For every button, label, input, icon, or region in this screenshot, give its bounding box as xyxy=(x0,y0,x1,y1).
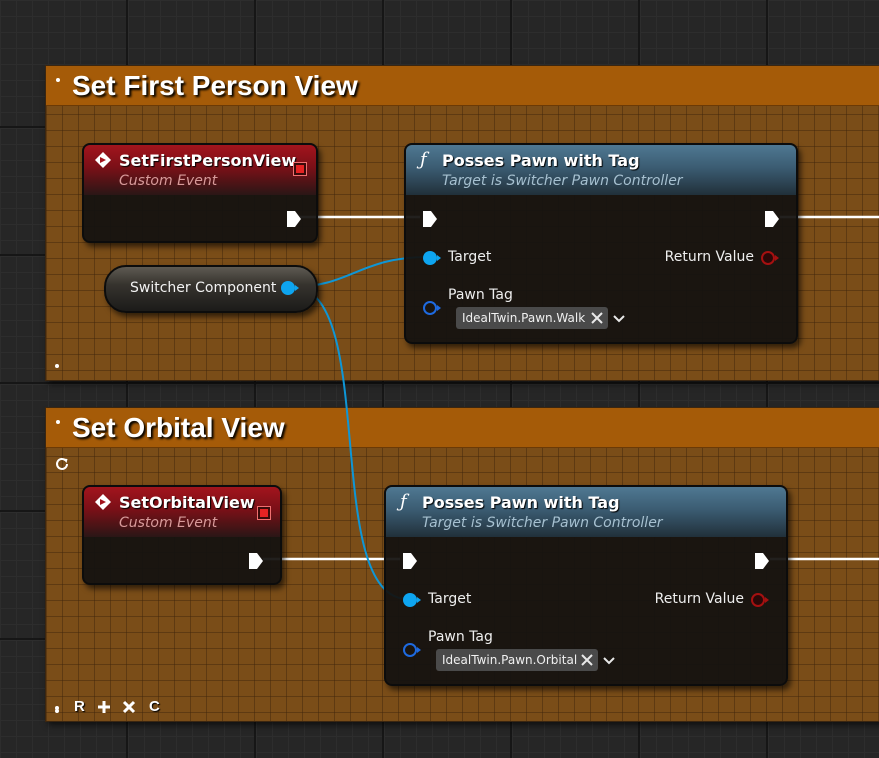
node-subtitle: Custom Event xyxy=(119,173,218,189)
node-title: Posses Pawn with Tag xyxy=(422,493,620,512)
object-pin-icon[interactable] xyxy=(280,280,300,296)
node-header[interactable]: SetFirstPersonView Custom Event xyxy=(84,145,316,195)
bottom-control-c[interactable]: C xyxy=(149,698,160,715)
exec-in-pin-icon[interactable] xyxy=(422,210,438,228)
close-icon[interactable] xyxy=(580,653,594,667)
node-subtitle: Target is Switcher Pawn Controller xyxy=(442,173,683,189)
custom-event-node-first-person[interactable]: SetFirstPersonView Custom Event xyxy=(82,143,318,243)
event-diamond-icon xyxy=(95,152,111,168)
exec-out-pin-icon[interactable] xyxy=(754,552,770,570)
return-value-label: Return Value xyxy=(654,591,744,607)
variable-node-switcher-component[interactable]: Switcher Component xyxy=(104,265,318,313)
target-pin-label: Target xyxy=(448,249,492,265)
comment-bottom-dot xyxy=(55,709,59,713)
variable-label: Switcher Component xyxy=(130,280,277,296)
node-header[interactable]: SetOrbitalView Custom Event xyxy=(84,487,280,537)
exec-out-pin-icon[interactable] xyxy=(248,552,264,570)
return-pin-icon[interactable] xyxy=(760,250,780,266)
bottom-control-r[interactable]: R xyxy=(74,698,85,715)
object-pin-icon[interactable] xyxy=(422,250,442,266)
comment-pin-dot xyxy=(56,420,60,424)
plus-icon[interactable] xyxy=(96,699,112,715)
chevron-down-icon[interactable] xyxy=(602,656,616,666)
struct-pin-icon[interactable] xyxy=(422,300,442,316)
exec-out-pin-icon[interactable] xyxy=(764,210,780,228)
node-title: SetFirstPersonView xyxy=(119,151,297,170)
comment-pin-dot xyxy=(56,78,60,82)
close-icon[interactable] xyxy=(590,311,604,325)
exec-in-pin-icon[interactable] xyxy=(402,552,418,570)
function-icon: ƒ xyxy=(420,149,427,170)
comment-title: Set Orbital View xyxy=(72,412,285,443)
comment-header[interactable]: Set First Person View xyxy=(46,66,879,106)
node-header[interactable]: ƒ Posses Pawn with Tag Target is Switche… xyxy=(406,145,796,195)
refresh-icon[interactable] xyxy=(54,456,70,472)
pawn-tag-value: IdealTwin.Pawn.Orbital xyxy=(442,653,578,667)
node-header[interactable]: ƒ Posses Pawn with Tag Target is Switche… xyxy=(386,487,786,537)
close-icon[interactable] xyxy=(121,699,137,715)
function-node-posses-pawn-orbital[interactable]: ƒ Posses Pawn with Tag Target is Switche… xyxy=(384,485,788,686)
comment-corner-dot xyxy=(55,364,59,368)
exec-out-pin-icon[interactable] xyxy=(286,210,302,228)
pawn-tag-label: Pawn Tag xyxy=(428,629,493,645)
return-value-label: Return Value xyxy=(664,249,754,265)
return-pin-icon[interactable] xyxy=(750,592,770,608)
chevron-down-icon[interactable] xyxy=(612,314,626,324)
function-icon: ƒ xyxy=(400,491,407,512)
pawn-tag-label: Pawn Tag xyxy=(448,287,513,303)
comment-corner-dot xyxy=(55,706,59,710)
struct-pin-icon[interactable] xyxy=(402,642,422,658)
pawn-tag-value-box[interactable]: IdealTwin.Pawn.Orbital xyxy=(436,649,598,671)
target-pin-label: Target xyxy=(428,591,472,607)
event-diamond-icon xyxy=(95,494,111,510)
object-pin-icon[interactable] xyxy=(402,592,422,608)
delegate-pin[interactable] xyxy=(258,507,270,519)
delegate-pin[interactable] xyxy=(294,163,306,175)
comment-header[interactable]: Set Orbital View xyxy=(46,408,879,448)
node-title: Posses Pawn with Tag xyxy=(442,151,640,170)
comment-title: Set First Person View xyxy=(72,70,358,101)
node-subtitle: Target is Switcher Pawn Controller xyxy=(422,515,663,531)
pawn-tag-value-box[interactable]: IdealTwin.Pawn.Walk xyxy=(456,307,608,329)
pawn-tag-value: IdealTwin.Pawn.Walk xyxy=(462,311,586,325)
node-title: SetOrbitalView xyxy=(119,493,255,512)
node-subtitle: Custom Event xyxy=(119,515,218,531)
custom-event-node-orbital[interactable]: SetOrbitalView Custom Event xyxy=(82,485,282,585)
function-node-posses-pawn-walk[interactable]: ƒ Posses Pawn with Tag Target is Switche… xyxy=(404,143,798,344)
